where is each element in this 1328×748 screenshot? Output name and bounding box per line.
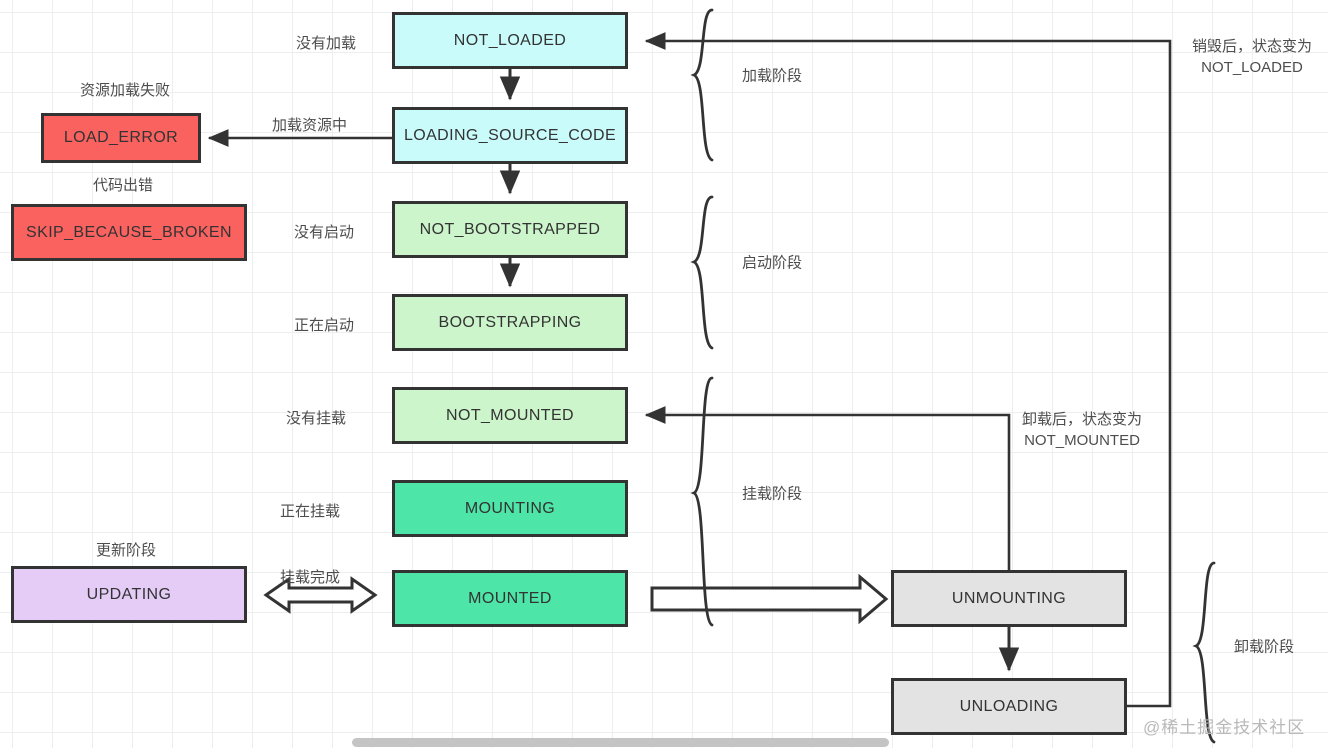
node-label: UPDATING [86,585,172,603]
node-unmounting[interactable]: UNMOUNTING [891,570,1127,627]
node-label: UNLOADING [959,697,1059,715]
label-not-started: 没有启动 [294,224,355,241]
note-unload-line-1: 卸载后，状态变为 [1022,411,1143,428]
note-unload: 卸载后，状态变为 NOT_MOUNTED [1022,409,1142,451]
label-update-phase: 更新阶段 [96,542,157,559]
node-label: BOOTSTRAPPING [438,313,582,331]
label-resource-fail: 资源加载失败 [80,82,171,99]
note-destroy: 销毁后，状态变为 NOT_LOADED [1192,36,1312,78]
brace-mount-phase [690,376,714,627]
node-label: LOADING_SOURCE_CODE [403,126,617,144]
node-label: MOUNTED [468,589,552,607]
node-mounted[interactable]: MOUNTED [392,570,628,627]
node-label: UNMOUNTING [951,589,1067,607]
note-destroy-line-2: NOT_LOADED [1201,59,1303,76]
phase-label-unload: 卸载阶段 [1234,638,1295,656]
note-destroy-line-1: 销毁后，状态变为 [1192,38,1313,55]
node-label: MOUNTING [464,499,556,517]
node-updating[interactable]: UPDATING [11,566,247,623]
phase-label-mount: 挂载阶段 [742,485,803,503]
label-mounting: 正在挂载 [280,503,341,520]
node-label: LOAD_ERROR [63,129,179,146]
watermark: @稀土掘金技术社区 [1143,718,1306,737]
label-mount-done: 挂载完成 [280,569,341,586]
horizontal-scrollbar[interactable] [0,736,1328,748]
label-code-error: 代码出错 [93,177,154,194]
node-load-error[interactable]: LOAD_ERROR [41,113,201,163]
node-loading-source-code[interactable]: LOADING_SOURCE_CODE [392,107,628,164]
label-no-load: 没有加载 [296,35,357,52]
label-not-mounted: 没有挂载 [286,410,347,427]
phase-label-loading: 加载阶段 [742,67,803,85]
node-not-bootstrapped[interactable]: NOT_BOOTSTRAPPED [392,201,628,258]
brace-bootstrap-phase [690,195,714,350]
label-starting: 正在启动 [294,317,355,334]
node-not-loaded[interactable]: NOT_LOADED [392,12,628,69]
node-not-mounted[interactable]: NOT_MOUNTED [392,387,628,444]
edge-mounted-to-unmounting-arrow [650,573,889,625]
note-unload-line-2: NOT_MOUNTED [1024,432,1140,449]
node-bootstrapping[interactable]: BOOTSTRAPPING [392,294,628,351]
label-loading-resource: 加载资源中 [272,117,348,134]
node-unloading[interactable]: UNLOADING [891,678,1127,735]
phase-label-bootstrap: 启动阶段 [742,254,803,272]
node-label: NOT_MOUNTED [446,406,574,424]
node-skip-because-broken[interactable]: SKIP_BECAUSE_BROKEN [11,204,247,261]
node-label: NOT_LOADED [453,31,567,49]
node-mounting[interactable]: MOUNTING [392,480,628,537]
scrollbar-thumb[interactable] [352,738,889,747]
node-label: NOT_BOOTSTRAPPED [419,220,601,238]
node-label: SKIP_BECAUSE_BROKEN [26,223,232,241]
brace-loading-phase [690,8,714,162]
